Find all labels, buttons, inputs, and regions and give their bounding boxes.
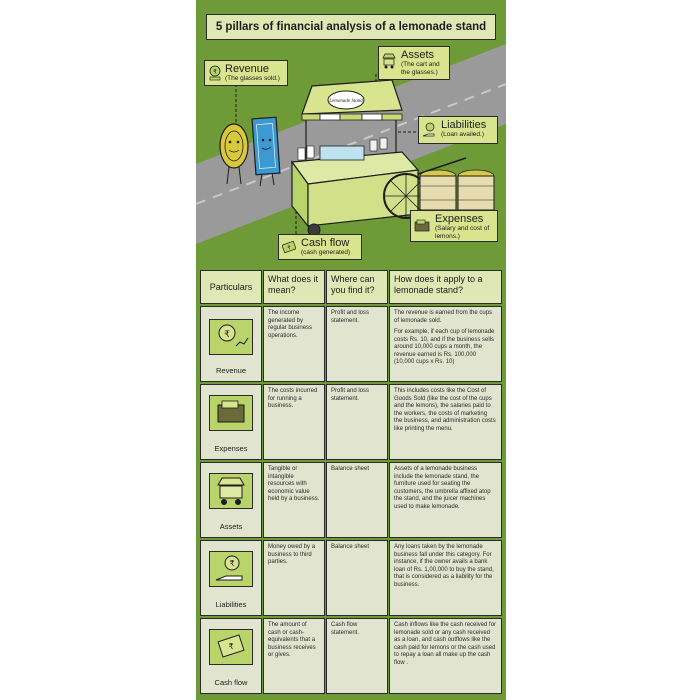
table-row-revenue-particular: ₹ Revenue xyxy=(200,306,262,382)
apply-paragraph: Cash inflows like the cash received for … xyxy=(394,622,497,666)
cash-icon: ₹ xyxy=(281,239,297,255)
table-row-cashflow-where: Cash flow statement. xyxy=(326,618,388,694)
apply-paragraph: Assets of a lemonade business include th… xyxy=(394,466,491,510)
infographic-poster: 5 pillars of financial analysis of a lem… xyxy=(196,0,506,700)
svg-text:₹: ₹ xyxy=(229,559,234,568)
callout-title: Liabilities xyxy=(441,119,487,131)
table-row-liabilities-apply: Any loans taken by the lemonade business… xyxy=(389,540,502,616)
lemonade-stand-illustration: Lemonade Stand xyxy=(196,44,506,244)
wallet-icon xyxy=(209,395,253,431)
table-row-revenue-where: Profit and loss statement. xyxy=(326,306,388,382)
table-row-assets-particular: Assets xyxy=(200,462,262,538)
callout-revenue: ₹ Revenue (The glasses sold.) xyxy=(204,60,288,86)
cart-icon xyxy=(382,53,396,69)
table-row-expenses-where: Profit and loss statement. xyxy=(326,384,388,460)
particular-label: Assets xyxy=(219,522,243,531)
svg-text:₹: ₹ xyxy=(224,329,230,339)
revenue-icon: ₹ xyxy=(208,65,222,81)
road-marking xyxy=(196,83,506,205)
svg-text:₹: ₹ xyxy=(213,69,217,76)
header-apply: How does it apply to a lemonade stand? xyxy=(389,270,502,304)
callout-title: Cash flow xyxy=(301,237,350,249)
page-title: 5 pillars of financial analysis of a lem… xyxy=(215,21,487,33)
callout-expenses: Expenses (Salary and cost of lemons.) xyxy=(410,210,498,242)
table-row-cashflow-particular: ₹ Cash flow xyxy=(200,618,262,694)
header-particulars: Particulars xyxy=(200,270,262,304)
lemon-barrels xyxy=(419,169,495,211)
callout-title: Assets xyxy=(401,49,435,61)
callout-title: Revenue xyxy=(225,63,270,75)
title-banner: 5 pillars of financial analysis of a lem… xyxy=(206,14,496,40)
table-row-revenue-apply: The revenue is earned from the cups of l… xyxy=(389,306,502,382)
table-row-expenses-particular: Expenses xyxy=(200,384,262,460)
loan-hand-icon xyxy=(422,122,436,138)
table-row-liabilities-where: Balance sheet xyxy=(326,540,388,616)
cart-sign-text: Lemonade Stand xyxy=(328,99,363,104)
cash-icon: ₹ xyxy=(209,629,253,665)
particular-label: Liabilities xyxy=(215,600,247,609)
cart-icon xyxy=(209,473,253,509)
svg-text:₹: ₹ xyxy=(287,245,290,251)
svg-text:₹: ₹ xyxy=(228,642,233,651)
table-row-assets-where: Balance sheet xyxy=(326,462,388,538)
table-row-cashflow-meaning: The amount of cash or cash-equivalents t… xyxy=(263,618,325,694)
particular-label: Revenue xyxy=(215,366,247,375)
particular-label: Expenses xyxy=(214,444,248,453)
coin-character xyxy=(219,123,249,185)
apply-paragraph: The revenue is earned from the cups of l… xyxy=(394,310,493,324)
pillars-table: Particulars What does it mean? Where can… xyxy=(200,270,502,694)
lemonade-cart: Lemonade Stand xyxy=(290,79,467,237)
revenue-icon: ₹ xyxy=(209,319,253,355)
loan-hand-icon: ₹ xyxy=(209,551,253,587)
particular-label: Cash flow xyxy=(214,678,248,687)
table-row-liabilities-particular: ₹ Liabilities xyxy=(200,540,262,616)
table-row-assets-apply: Assets of a lemonade business include th… xyxy=(389,462,502,538)
apply-paragraph: Any loans taken by the lemonade business… xyxy=(394,544,494,588)
callout-subtitle: (The glasses sold.) xyxy=(225,75,280,82)
wallet-icon xyxy=(414,219,430,233)
table-row-cashflow-apply: Cash inflows like the cash received for … xyxy=(389,618,502,694)
callout-liabilities: Liabilities (Loan availed.) xyxy=(418,116,498,144)
apply-paragraph: This includes costs like the Cost of Goo… xyxy=(394,388,496,432)
table-row-revenue-meaning: The income generated by regular business… xyxy=(263,306,325,382)
callout-title: Expenses xyxy=(435,213,484,225)
banknote-character xyxy=(251,116,281,187)
table-row-liabilities-meaning: Money owed by a business to third partie… xyxy=(263,540,325,616)
callout-cashflow: ₹ Cash flow (cash generated) xyxy=(278,234,362,260)
callout-subtitle: (Salary and cost of lemons.) xyxy=(435,225,490,240)
table-row-expenses-apply: This includes costs like the Cost of Goo… xyxy=(389,384,502,460)
table-row-expenses-meaning: The costs incurred for running a busines… xyxy=(263,384,325,460)
apply-paragraph: For example, if each cup of lemonade cos… xyxy=(394,329,495,365)
header-where: Where can you find it? xyxy=(326,270,388,304)
callout-subtitle: (cash generated) xyxy=(301,249,351,256)
illustration-scene: Lemonade Stand xyxy=(196,44,506,266)
header-meaning: What does it mean? xyxy=(263,270,325,304)
callout-subtitle: (Loan availed.) xyxy=(441,131,484,138)
callout-subtitle: (The cart and the glasses.) xyxy=(401,61,440,76)
table-row-assets-meaning: Tangible or intangible resources with ec… xyxy=(263,462,325,538)
callout-assets: Assets (The cart and the glasses.) xyxy=(378,46,450,80)
